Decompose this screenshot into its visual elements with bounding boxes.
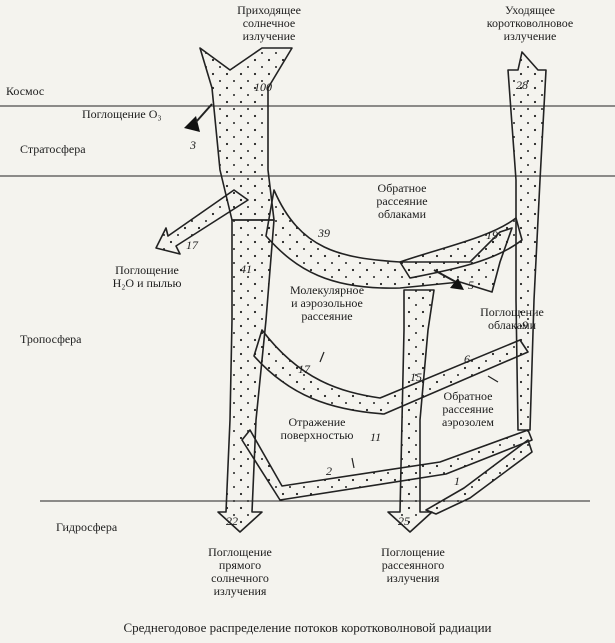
cloud-absorption-label: Поглощение облаками bbox=[480, 305, 544, 332]
diagram-caption: Среднегодовое распределение потоков коро… bbox=[123, 620, 492, 635]
direct-beam-column bbox=[217, 219, 275, 533]
value-outgoing: 28 bbox=[516, 78, 528, 92]
aerosol-scattering-sweep bbox=[253, 329, 529, 415]
value-aerosol-6: 6 bbox=[464, 352, 470, 366]
value-right-9: 9 bbox=[522, 318, 528, 332]
value-scattering-39: 39 bbox=[318, 226, 330, 240]
layer-hydrosphere-label: Гидросфера bbox=[56, 520, 118, 534]
direct-absorption-label: Поглощение прямого солнечного излучения bbox=[208, 545, 272, 598]
value-reflect-1: 1 bbox=[454, 474, 460, 488]
surface-reflection-label: Отражение поверхностью bbox=[280, 415, 354, 442]
value-cloud-backscatter: 19 bbox=[486, 228, 498, 242]
value-direct-22: 22 bbox=[226, 514, 238, 528]
value-incoming: 100 bbox=[254, 80, 272, 94]
aerosol-direction-tick bbox=[487, 375, 499, 383]
incoming-radiation-label: Приходящее солнечное излучение bbox=[237, 3, 301, 43]
h2o-absorption-branch bbox=[155, 189, 249, 255]
cloud-absorption-arrow-head bbox=[450, 278, 464, 290]
value-ozone: 3 bbox=[190, 138, 196, 152]
value-h2o-dust: 17 bbox=[186, 238, 198, 252]
incoming-flow-stream bbox=[199, 47, 293, 221]
layer-stratosphere-label: Стратосфера bbox=[20, 142, 86, 156]
value-scatter-17: 17 bbox=[298, 362, 310, 376]
scattered-absorption-label: Поглощение рассеянного излучения bbox=[381, 545, 445, 585]
ozone-arrow-head bbox=[184, 116, 200, 132]
reflection-direction-tick bbox=[351, 457, 355, 469]
cloud-absorption-arrow-shaft bbox=[433, 269, 457, 283]
outgoing-radiation-label: Уходящее коротковолновое излучение bbox=[486, 3, 574, 43]
outgoing-flow-column bbox=[507, 51, 547, 431]
value-direct-41: 41 bbox=[240, 262, 252, 276]
layer-troposphere-label: Тропосфера bbox=[20, 332, 82, 346]
molecular-aerosol-scattering-label: Молекулярное и аэрозольное рассеяние bbox=[289, 283, 365, 323]
value-cloud-absorption: 5 bbox=[468, 278, 474, 292]
surface-reflection-band bbox=[241, 429, 533, 501]
h2o-dust-absorption-label: Поглощение H₂O и пылью bbox=[112, 263, 182, 290]
value-down-15: 15 bbox=[410, 370, 422, 384]
ozone-arrow-shaft bbox=[195, 103, 213, 123]
cloud-backscatter-label: Обратное рассеяние облаками bbox=[376, 181, 428, 221]
value-reflect-11: 11 bbox=[370, 430, 382, 444]
ozone-absorption-label: Поглощение O₃ bbox=[82, 107, 162, 121]
layer-space-label: Космос bbox=[6, 84, 45, 98]
aerosol-backscatter-label: Обратное рассеяние аэрозолем bbox=[442, 389, 494, 429]
value-scattered-25: 25 bbox=[398, 514, 410, 528]
bottom-reflection-wedge bbox=[425, 439, 533, 515]
value-reflect-2: 2 bbox=[326, 464, 332, 478]
scatter-direction-tick bbox=[319, 351, 325, 363]
cloud-backscatter-arc bbox=[399, 217, 523, 279]
